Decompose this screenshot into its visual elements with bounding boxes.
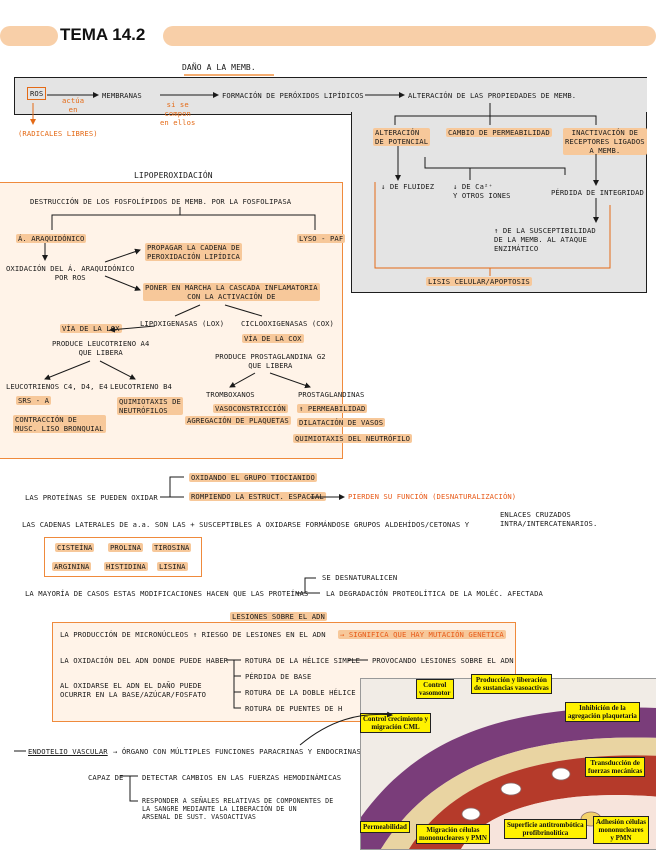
header-bar-right bbox=[163, 26, 656, 46]
formacion-peroxidos: FORMACIÓN DE PERÓXIDOS LIPÍDICOS bbox=[222, 91, 364, 100]
cadenas-laterales: LAS CADENAS LATERALES DE a.a. SON LAS + … bbox=[22, 520, 470, 529]
srs-a: SRS - A bbox=[16, 396, 51, 405]
membranas: MEMBRANAS bbox=[102, 91, 142, 100]
degradacion-proteolitica: LA DEGRADACIÓN PROTEOLÍTICA DE LA MOLÉC.… bbox=[326, 589, 543, 598]
leucotrienos-cde: LEUCOTRIENOS C4, D4, E4 bbox=[6, 382, 108, 391]
enlaces-cruzados: ENLACES CRUZADOS INTRA/INTERCATENARIOS. bbox=[500, 510, 598, 528]
caption-migracion: Migración células mononucleares y PMN bbox=[416, 824, 490, 844]
pierden-funcion: PIERDEN SU FUNCIÓN (DESNATURALIZACIÓN) bbox=[348, 492, 517, 501]
aa-tirosina: TIROSINA bbox=[152, 543, 192, 552]
poner-en-marcha: PONER EN MARCHA LA CASCADA INFLAMATORIA … bbox=[143, 283, 320, 301]
endotelio-capaz: CAPAZ DE bbox=[88, 773, 124, 782]
via-lox: VÍA DE LA LOX bbox=[60, 324, 122, 333]
endotelio-organo: → ÓRGANO CON MÚLTIPLES FUNCIONES PARACRI… bbox=[113, 747, 361, 756]
produce-prostaglandina: PRODUCE PROSTAGLANDINA G2 QUE LIBERA bbox=[215, 352, 326, 370]
agregacion-plaquetas: AGREGACIÓN DE PLAQUETAS bbox=[185, 416, 291, 425]
caption-inhibicion: Inhibición de la agregación plaquetaria bbox=[565, 702, 640, 722]
dano-box bbox=[14, 77, 647, 115]
mutacion-genetica: → SIGNIFICA QUE HAY MUTACIÓN GENÉTICA bbox=[338, 630, 506, 639]
endotelio-detectar: DETECTAR CAMBIOS EN LAS FUERZAS HEMODINÁ… bbox=[142, 773, 342, 782]
lipo-title: LIPOPEROXIDACIÓN bbox=[132, 171, 215, 180]
acido-araquidonico: Á. ARAQUIDÓNICO bbox=[16, 234, 87, 243]
aa-prolina: PROLINA bbox=[108, 543, 143, 552]
radicales-libres: (RADICALES LIBRES) bbox=[18, 129, 98, 138]
header-bar-left bbox=[0, 26, 58, 46]
caption-control-vasomotor: Control vasomotor bbox=[416, 679, 454, 699]
adn-perdida-base: PÉRDIDA DE BASE bbox=[245, 672, 312, 681]
ros-label: ROS bbox=[30, 89, 44, 98]
caption-adhesion: Adhesión células mononucleares y PMN bbox=[593, 816, 649, 844]
actua-en: actúa en bbox=[62, 96, 85, 114]
se-desnaturalicen: SE DESNATURALICEN bbox=[322, 573, 398, 582]
fluidez: ↓ DE FLUIDEZ bbox=[381, 182, 435, 191]
caption-transduccion: Transducción de fuerzas mecánicas bbox=[585, 757, 646, 777]
mayoria-casos: LA MAYORÍA DE CASOS ESTAS MODIFICACIONES… bbox=[25, 589, 309, 598]
destruccion-fosfolipidos: DESTRUCCIÓN DE LOS FOSFOLÍPIDOS DE MEMB.… bbox=[30, 197, 292, 206]
quimiotaxis-neutrofilos: QUIMIOTAXIS DE NEUTRÓFILOS bbox=[117, 397, 183, 415]
inactivacion-receptores: INACTIVACIÓN DE RECEPTORES LIGADOS A MEM… bbox=[563, 128, 647, 155]
al-oxidarse: AL OXIDARSE EL ADN EL DAÑO PUEDE OCURRIR… bbox=[60, 681, 207, 699]
produce-leucotrieno: PRODUCE LEUCOTRIENO A4 QUE LIBERA bbox=[52, 339, 150, 357]
susceptibilidad: ↑ DE LA SUSCEPTIBILIDAD DE LA MEMB. AL A… bbox=[494, 226, 596, 253]
produccion-micronucleos: LA PRODUCCIÓN DE MICRONÚCLEOS ↑ RIESGO D… bbox=[60, 630, 326, 639]
proteinas-oxidar: LAS PROTEÍNAS SE PUEDEN OXIDAR bbox=[25, 493, 158, 502]
oxidacion-adn: LA OXIDACIÓN DEL ADN DONDE PUEDE HABER bbox=[60, 656, 229, 665]
aa-lisina: LISINA bbox=[157, 562, 188, 571]
dano-title-underline bbox=[184, 74, 274, 76]
lisis-celular: LISIS CELULAR/APOPTOSIS bbox=[426, 277, 532, 286]
lipoxigenasas: LIPOXIGENASAS (LOX) bbox=[140, 319, 225, 328]
alteracion-propiedades: ALTERACIÓN DE LAS PROPIEDADES DE MEMB. bbox=[408, 91, 577, 100]
endotelio-responder: RESPONDER A SEÑALES RELATIVAS DE COMPONE… bbox=[142, 797, 334, 821]
ciclooxigenasas: CICLOOXIGENASAS (COX) bbox=[241, 319, 334, 328]
tromboxanos: TROMBOXANOS bbox=[206, 390, 255, 399]
alteracion-potencial: ALTERACIÓN DE POTENCIAL bbox=[373, 128, 431, 146]
provocando-lesiones: PROVOCANDO LESIONES SOBRE EL ADN bbox=[372, 656, 514, 665]
aumento-permeabilidad: ↑ PERMEABILIDAD bbox=[297, 404, 368, 413]
dilatacion-vasos: DILATACIÓN DE VASOS bbox=[297, 418, 386, 427]
caption-permeabilidad: Permeabilidad bbox=[360, 821, 410, 833]
adn-rotura-doble: ROTURA DE LA DOBLE HÉLICE bbox=[245, 688, 356, 697]
quimiotaxis-neutrofilo: QUIMIOTAXIS DEL NEUTRÓFILO bbox=[293, 434, 413, 443]
aa-histidina: HISTIDINA bbox=[104, 562, 148, 571]
leucotrieno-b4: LEUCOTRIENO B4 bbox=[110, 382, 172, 391]
prostaglandinas: PROSTAGLANDINAS bbox=[298, 390, 365, 399]
aa-arginina: ARGININA bbox=[52, 562, 92, 571]
via-cox: VÍA DE LA COX bbox=[242, 334, 304, 343]
calcio-iones: ↓ DE Ca²⁺ Y OTROS IONES bbox=[453, 182, 511, 200]
contraccion-musculo: CONTRACCIÓN DE MUSC. LISO BRONQUIAL bbox=[13, 415, 106, 433]
endotelio-label: ENDOTELIO VASCULAR bbox=[28, 747, 108, 756]
caption-superficie: Superficie antitrombótica profibrinolíti… bbox=[504, 819, 587, 839]
oxidacion-acido: OXIDACIÓN DEL Á. ARAQUIDÓNICO POR ROS bbox=[6, 264, 135, 282]
adn-title: LESIONES SOBRE EL ADN bbox=[230, 612, 327, 621]
caption-produccion: Producción y liberación de sustancias va… bbox=[471, 674, 552, 694]
caption-control-crecimiento: Control crecimiento y migración CML bbox=[360, 713, 432, 733]
propagar-cadena: PROPAGAR LA CADENA DE PEROXIDACIÓN LIPÍD… bbox=[145, 243, 242, 261]
vasoconstriccion: VASOCONSTRICCIÓN bbox=[213, 404, 288, 413]
rompiendo-estructura: ROMPIENDO LA ESTRUCT. ESPACIAL bbox=[189, 492, 326, 501]
oxidando-grupo: OXIDANDO EL GRUPO TIOCIANIDO bbox=[189, 473, 317, 482]
cambio-permeabilidad: CAMBIO DE PERMEABILIDAD bbox=[446, 128, 552, 137]
lyso-paf: LYSO - PAF bbox=[297, 234, 346, 243]
ros-box: ROS bbox=[27, 87, 47, 100]
adn-rotura-puentes: ROTURA DE PUENTES DE H bbox=[245, 704, 343, 713]
aa-cisteina: CISTEÍNA bbox=[55, 543, 95, 552]
si-se-componen: si se compon en ellos bbox=[160, 100, 196, 127]
perdida-integridad: PÉRDIDA DE INTEGRIDAD bbox=[551, 188, 644, 197]
page-title: TEMA 14.2 bbox=[60, 25, 146, 44]
adn-rotura-simple: ROTURA DE LA HÉLICE SIMPLE bbox=[245, 656, 361, 665]
dano-title: DAÑO A LA MEMB. bbox=[182, 63, 256, 72]
